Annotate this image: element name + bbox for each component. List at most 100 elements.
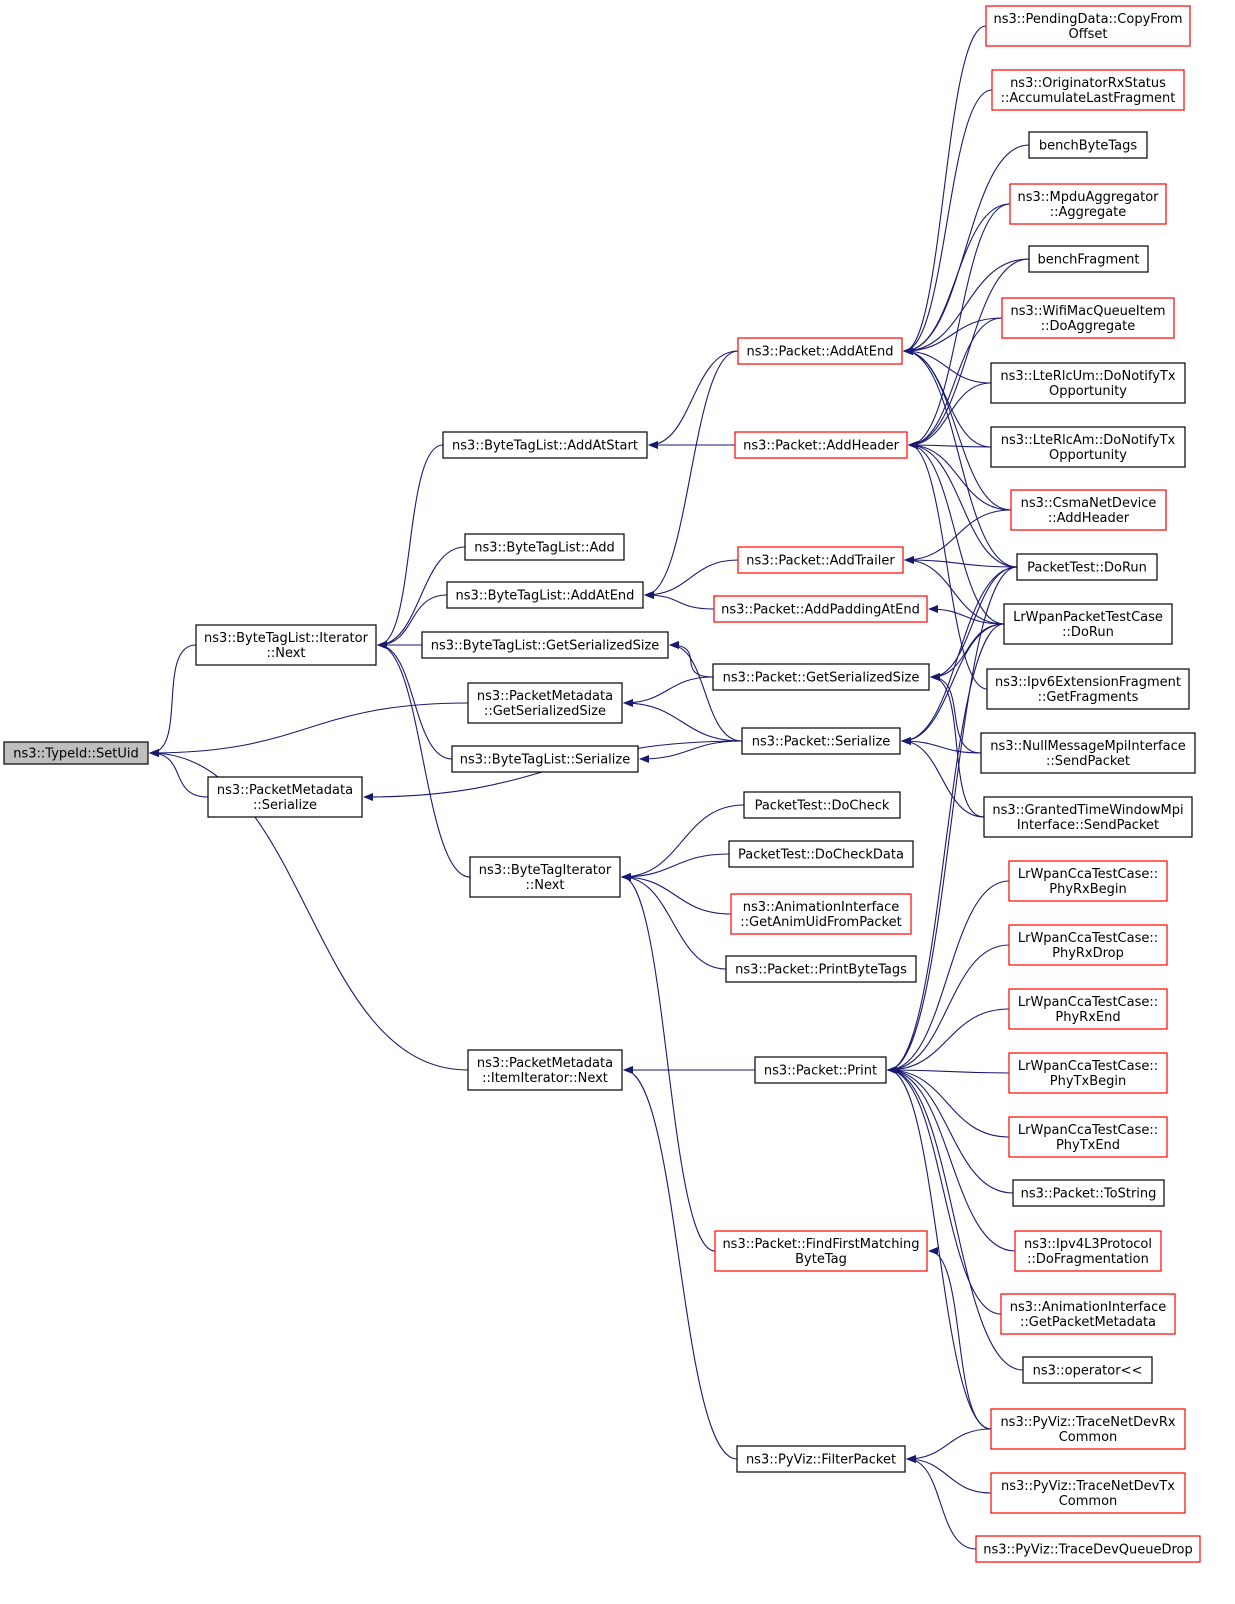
node-box[interactable] xyxy=(207,776,363,818)
node-box[interactable] xyxy=(980,732,1196,774)
node-box[interactable] xyxy=(1003,603,1173,645)
node-box[interactable] xyxy=(469,856,621,898)
graph-node-ai_getanimuid[interactable]: ns3::AnimationInterface::GetAnimUidFromP… xyxy=(730,893,912,935)
graph-node-cca_rxbegin[interactable]: LrWpanCcaTestCase::PhyRxBegin xyxy=(1008,860,1168,902)
graph-node-btl_add[interactable]: ns3::ByteTagList::Add xyxy=(464,533,625,561)
node-box[interactable] xyxy=(467,682,623,724)
node-box[interactable] xyxy=(728,840,914,868)
graph-node-btl_getser[interactable]: ns3::ByteTagList::GetSerializedSize xyxy=(421,631,669,659)
graph-node-p_addatend[interactable]: ns3::Packet::AddAtEnd xyxy=(737,337,903,365)
graph-node-ors_accum[interactable]: ns3::OriginatorRxStatus::AccumulateLastF… xyxy=(991,69,1185,111)
node-box[interactable] xyxy=(195,624,377,666)
graph-node-bench_bytetags[interactable]: benchByteTags xyxy=(1028,131,1148,159)
graph-node-pt_docheckdata[interactable]: PacketTest::DoCheckData xyxy=(728,840,914,868)
node-box[interactable] xyxy=(713,595,928,623)
graph-node-ai_getpktmeta[interactable]: ns3::AnimationInterface::GetPacketMetada… xyxy=(1000,1293,1176,1335)
graph-node-btl_addatstart[interactable]: ns3::ByteTagList::AddAtStart xyxy=(442,431,648,459)
graph-node-p_getser[interactable]: ns3::Packet::GetSerializedSize xyxy=(712,663,930,691)
graph-node-cca_txend[interactable]: LrWpanCcaTestCase::PhyTxEnd xyxy=(1008,1116,1168,1158)
graph-node-p_serialize[interactable]: ns3::Packet::Serialize xyxy=(741,727,901,755)
node-box[interactable] xyxy=(1014,1230,1162,1272)
node-box[interactable] xyxy=(734,431,908,459)
graph-node-pt_dorun[interactable]: PacketTest::DoRun xyxy=(1016,553,1158,581)
graph-node-granted_send[interactable]: ns3::GrantedTimeWindowMpiInterface::Send… xyxy=(983,796,1193,838)
node-box[interactable] xyxy=(741,727,901,755)
node-box[interactable] xyxy=(3,741,149,765)
node-box[interactable] xyxy=(736,1445,906,1473)
graph-node-ipv4_dofrag[interactable]: ns3::Ipv4L3Protocol::DoFragmentation xyxy=(1014,1230,1162,1272)
graph-node-bt_iter_next[interactable]: ns3::ByteTagList::Iterator::Next xyxy=(195,624,377,666)
node-box[interactable] xyxy=(1008,1116,1168,1158)
graph-node-p_addpadding[interactable]: ns3::Packet::AddPaddingAtEnd xyxy=(713,595,928,623)
graph-node-pv_filter[interactable]: ns3::PyViz::FilterPacket xyxy=(736,1445,906,1473)
graph-node-root[interactable]: ns3::TypeId::SetUid xyxy=(3,741,149,765)
graph-node-wmqi_doagg[interactable]: ns3::WifiMacQueueItem::DoAggregate xyxy=(1001,297,1175,339)
node-box[interactable] xyxy=(737,337,903,365)
graph-node-ipv6_getfrag[interactable]: ns3::Ipv6ExtensionFragment::GetFragments xyxy=(986,668,1190,710)
graph-node-btl_addatend[interactable]: ns3::ByteTagList::AddAtEnd xyxy=(446,581,644,609)
node-box[interactable] xyxy=(725,955,917,983)
node-box[interactable] xyxy=(712,663,930,691)
graph-node-cca_txbegin[interactable]: LrWpanCcaTestCase::PhyTxBegin xyxy=(1008,1052,1168,1094)
node-box[interactable] xyxy=(446,581,644,609)
node-box[interactable] xyxy=(990,1408,1186,1450)
node-box[interactable] xyxy=(1008,924,1168,966)
graph-node-nullmpi_send[interactable]: ns3::NullMessageMpiInterface::SendPacket xyxy=(980,732,1196,774)
node-box[interactable] xyxy=(1000,1293,1176,1335)
node-box[interactable] xyxy=(1008,1052,1168,1094)
node-box[interactable] xyxy=(442,431,648,459)
node-box[interactable] xyxy=(714,1230,928,1272)
node-box[interactable] xyxy=(990,1472,1186,1514)
node-box[interactable] xyxy=(1022,1356,1153,1384)
node-box[interactable] xyxy=(985,5,1191,47)
graph-node-bti_next[interactable]: ns3::ByteTagIterator::Next xyxy=(469,856,621,898)
graph-node-csma_addheader[interactable]: ns3::CsmaNetDevice::AddHeader xyxy=(1010,489,1167,531)
node-box[interactable] xyxy=(467,1049,623,1091)
node-box[interactable] xyxy=(1012,1179,1165,1207)
graph-node-mpdu_agg[interactable]: ns3::MpduAggregator::Aggregate xyxy=(1009,183,1167,225)
node-box[interactable] xyxy=(1001,297,1175,339)
node-box[interactable] xyxy=(1016,553,1158,581)
node-box[interactable] xyxy=(1010,489,1167,531)
node-box[interactable] xyxy=(986,668,1190,710)
node-box[interactable] xyxy=(990,362,1186,404)
node-box[interactable] xyxy=(990,426,1186,468)
graph-node-p_addheader[interactable]: ns3::Packet::AddHeader xyxy=(734,431,908,459)
node-box[interactable] xyxy=(1028,245,1149,273)
graph-node-lrwpan_dorun[interactable]: LrWpanPacketTestCase::DoRun xyxy=(1003,603,1173,645)
node-box[interactable] xyxy=(464,533,625,561)
graph-node-p_addtrailer[interactable]: ns3::Packet::AddTrailer xyxy=(737,546,904,574)
node-box[interactable] xyxy=(1009,183,1167,225)
graph-node-pm_item_next[interactable]: ns3::PacketMetadata::ItemIterator::Next xyxy=(467,1049,623,1091)
graph-node-p_printbytetags[interactable]: ns3::Packet::PrintByteTags xyxy=(725,955,917,983)
graph-node-btl_serialize[interactable]: ns3::ByteTagList::Serialize xyxy=(451,745,639,773)
node-box[interactable] xyxy=(991,69,1185,111)
node-box[interactable] xyxy=(730,893,912,935)
node-box[interactable] xyxy=(421,631,669,659)
graph-node-cca_rxend[interactable]: LrWpanCcaTestCase::PhyRxEnd xyxy=(1008,988,1168,1030)
graph-node-bench_fragment[interactable]: benchFragment xyxy=(1028,245,1149,273)
node-box[interactable] xyxy=(451,745,639,773)
node-box[interactable] xyxy=(1008,860,1168,902)
graph-node-p_tostring[interactable]: ns3::Packet::ToString xyxy=(1012,1179,1165,1207)
graph-node-op_shift[interactable]: ns3::operator<< xyxy=(1022,1356,1153,1384)
node-box[interactable] xyxy=(975,1535,1201,1563)
node-box[interactable] xyxy=(1028,131,1148,159)
node-box[interactable] xyxy=(1008,988,1168,1030)
node-box[interactable] xyxy=(754,1056,887,1084)
graph-node-pm_getser[interactable]: ns3::PacketMetadata::GetSerializedSize xyxy=(467,682,623,724)
node-box[interactable] xyxy=(737,546,904,574)
graph-node-p_print[interactable]: ns3::Packet::Print xyxy=(754,1056,887,1084)
node-box[interactable] xyxy=(743,791,901,819)
node-box[interactable] xyxy=(983,796,1193,838)
graph-node-pt_docheck[interactable]: PacketTest::DoCheck xyxy=(743,791,901,819)
graph-node-pm_serialize[interactable]: ns3::PacketMetadata::Serialize xyxy=(207,776,363,818)
graph-node-cca_rxdrop[interactable]: LrWpanCcaTestCase::PhyRxDrop xyxy=(1008,924,1168,966)
graph-node-pv_queuedrop[interactable]: ns3::PyViz::TraceDevQueueDrop xyxy=(975,1535,1201,1563)
